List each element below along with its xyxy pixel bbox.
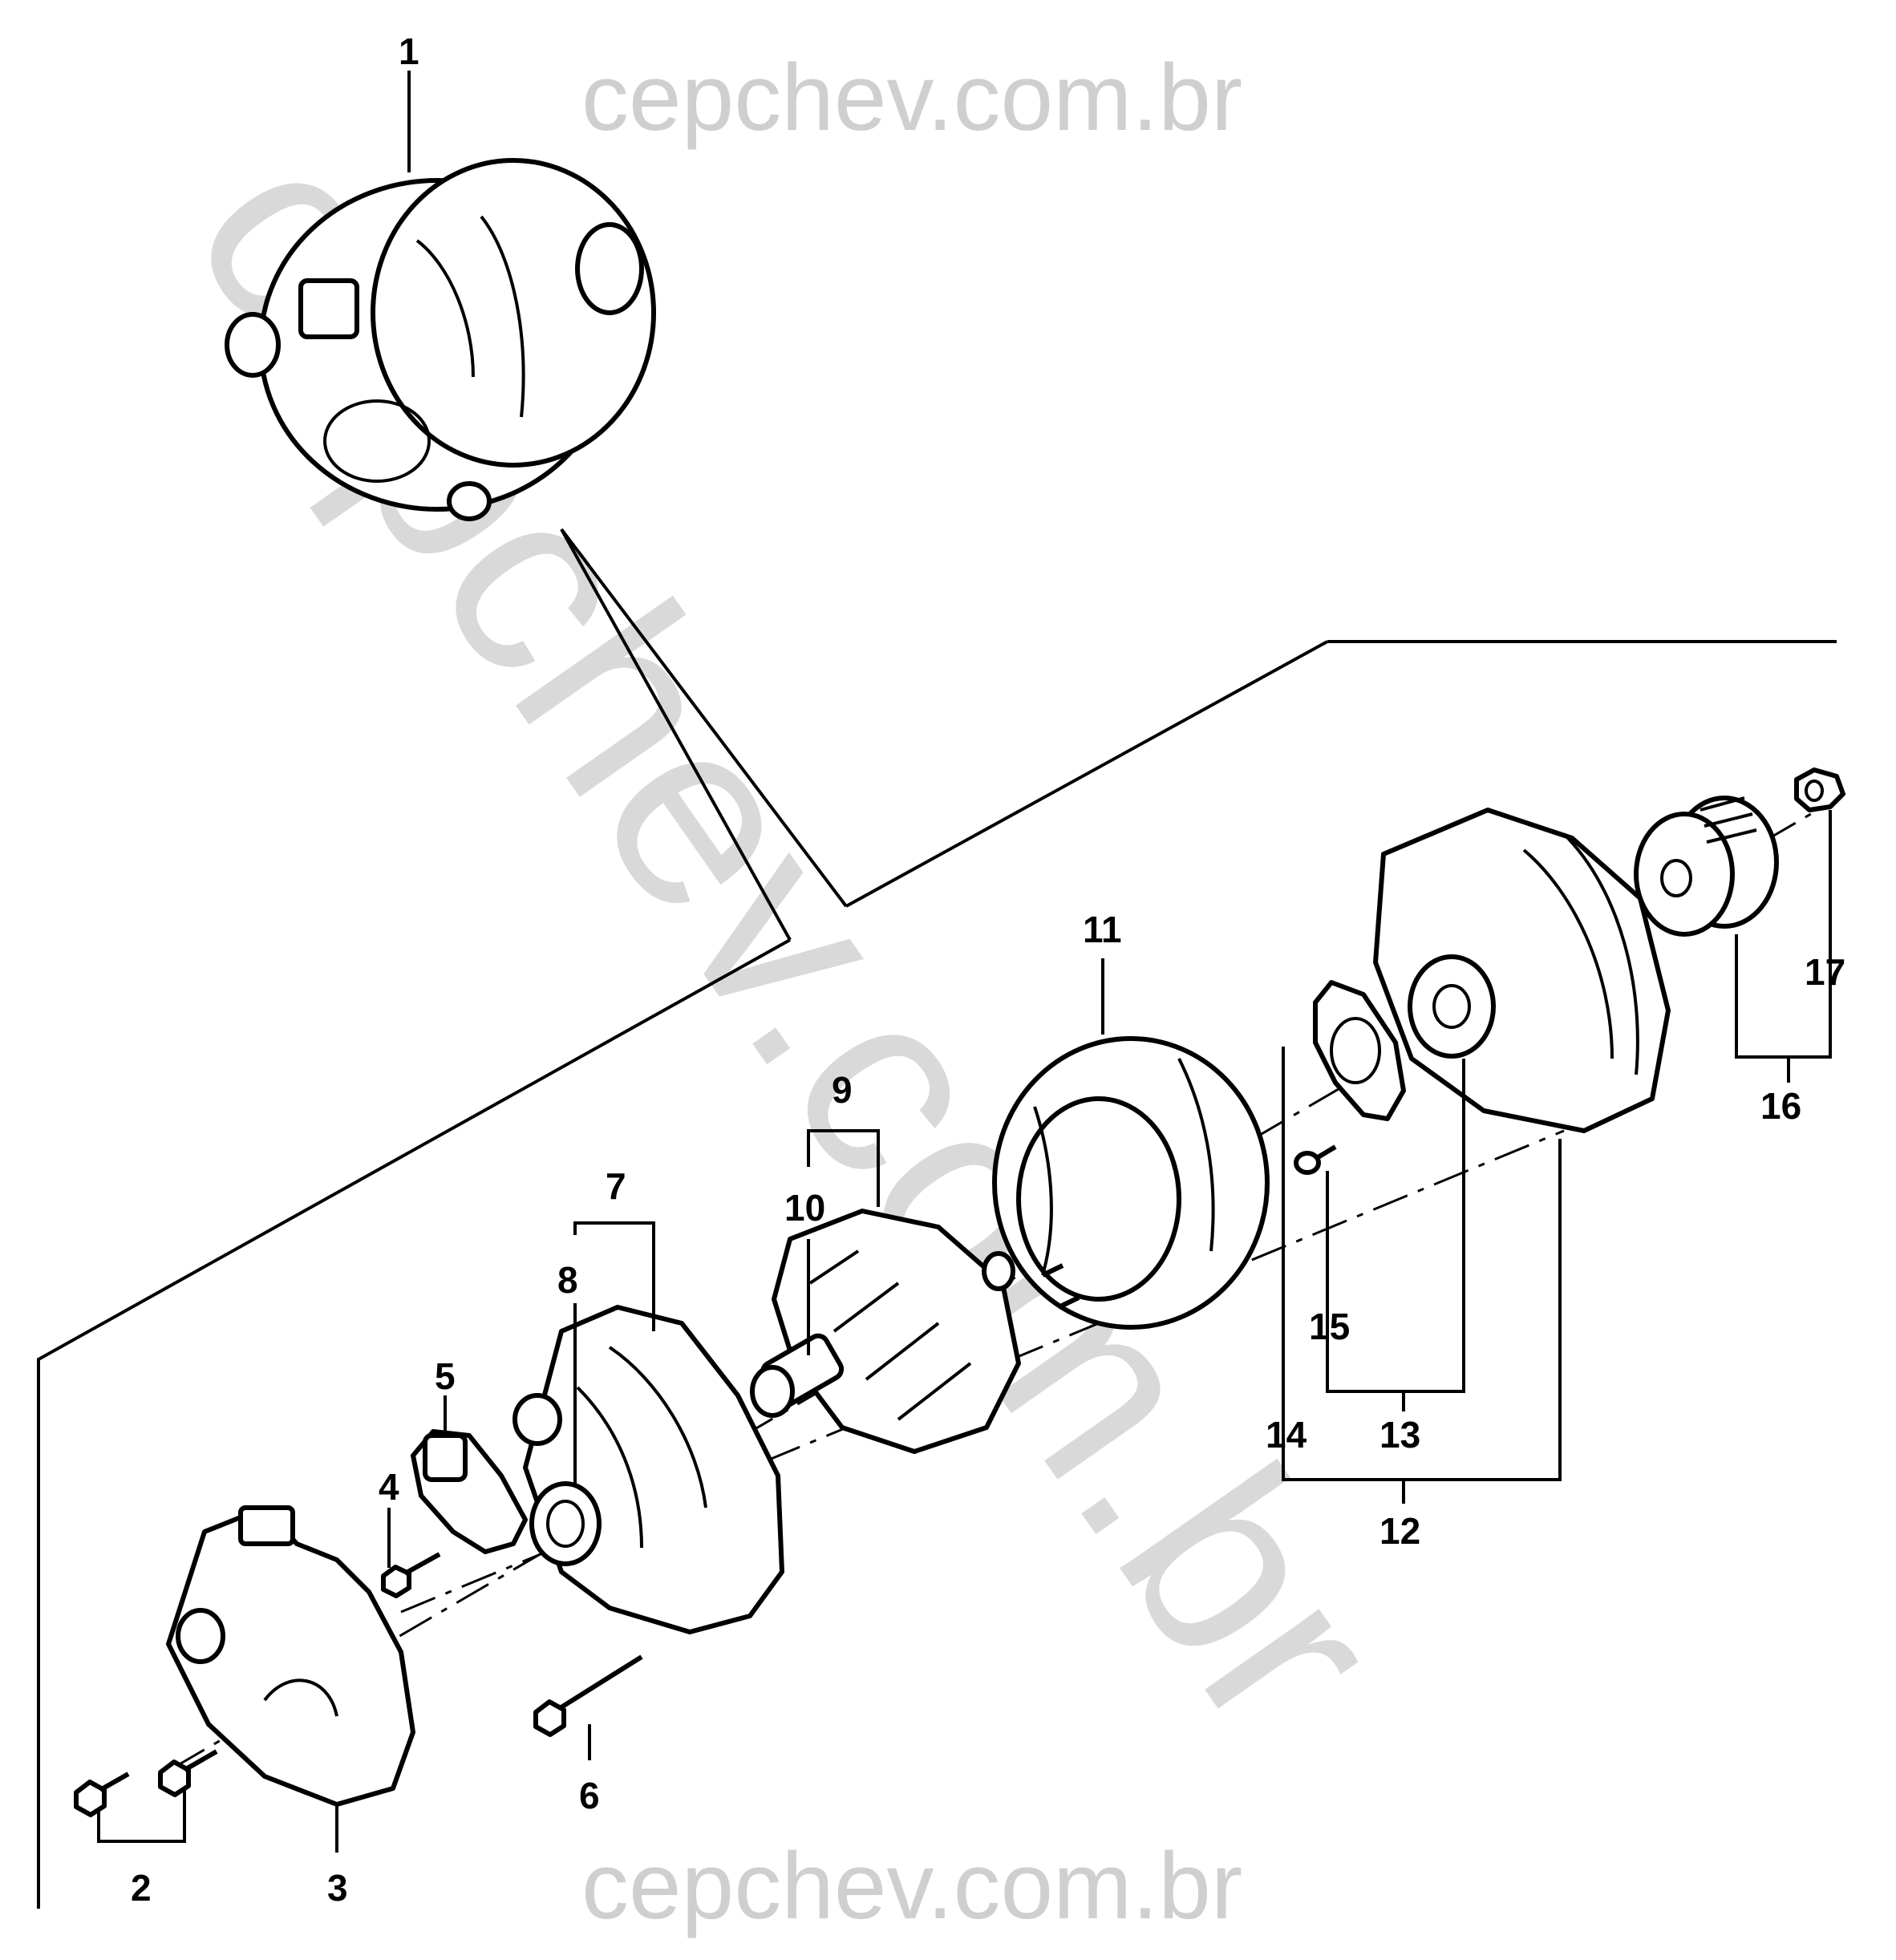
pointer-line-b [560, 528, 792, 941]
callout-14: 14 [1266, 1414, 1307, 1456]
rear-cover-boss [176, 1608, 225, 1664]
alternator-body-front [371, 158, 656, 468]
retainer-screw [1294, 1144, 1337, 1175]
screw-4-head [381, 1565, 411, 1598]
slip-ring-end [750, 1365, 795, 1418]
end-frame-lug [512, 1393, 562, 1446]
stator-inner [1016, 1096, 1181, 1302]
watermark-bottom: cepchev.com.br [581, 1833, 1242, 1939]
rear-cover-tab [238, 1505, 295, 1546]
callout-16: 16 [1760, 1085, 1801, 1127]
bolt-6-head [533, 1699, 566, 1737]
callout-7: 7 [606, 1165, 626, 1207]
screw-4 [381, 1552, 441, 1598]
pulley-nut [1794, 767, 1845, 812]
callout-17: 17 [1805, 951, 1845, 993]
alternator-rear-vent [323, 399, 431, 483]
drive-end-shell [1373, 808, 1671, 1133]
front-bearing-outer [1408, 954, 1496, 1059]
stator-lead-2 [1041, 1263, 1064, 1278]
screw-2a-head [74, 1780, 107, 1817]
pulley-grooves [1700, 796, 1757, 844]
callout-4: 4 [379, 1466, 399, 1508]
screw-15-shank [1314, 1144, 1337, 1161]
screw-15-head [1294, 1151, 1321, 1175]
alternator-pulley-stub [575, 222, 644, 315]
screw-2b-shank [183, 1749, 218, 1772]
rear-bearing [529, 1481, 602, 1566]
watermark-top: cepchev.com.br [581, 45, 1242, 151]
callout-3: 3 [327, 1867, 348, 1909]
callout-13: 13 [1379, 1414, 1420, 1456]
retainer-plate [1313, 980, 1406, 1121]
callout-5: 5 [435, 1355, 456, 1397]
stator-lead-1 [1057, 1295, 1080, 1310]
drive-end-frame [1373, 808, 1671, 1133]
bolt-6-shank [558, 1654, 643, 1711]
rear-cover [166, 1505, 415, 1807]
leader-13-15 [1326, 1059, 1465, 1393]
callout-12: 12 [1379, 1510, 1420, 1552]
bearing-outer-race [529, 1481, 602, 1566]
alternator-fins [415, 215, 525, 418]
end-frame-ribs [576, 1346, 707, 1549]
alternator-assembly [225, 158, 656, 521]
alternator-mount-boss [447, 481, 492, 521]
front-bearing-inner [1432, 984, 1471, 1029]
alternator-connector [298, 278, 359, 339]
nut-17 [1794, 767, 1845, 812]
frame-diagonal-lower [37, 938, 791, 1909]
stator [992, 1036, 1270, 1330]
pointer-line-a [560, 528, 848, 908]
end-frame-shell [523, 1305, 784, 1634]
rotor [750, 1209, 1021, 1454]
nut-17-bore [1805, 780, 1824, 802]
screw-2b-head [158, 1760, 191, 1797]
leader-16-17 [1735, 810, 1832, 1059]
rotor-drive-shaft-end [982, 1251, 1015, 1291]
leader-7 [573, 1221, 655, 1331]
through-bolt [533, 1654, 643, 1737]
rotor-fins [808, 1249, 972, 1421]
frame-diagonal-upper [845, 640, 1328, 908]
callout-1: 1 [399, 30, 419, 72]
rotor-claw-poles [772, 1209, 1021, 1454]
bearing-retainer-plate [1313, 980, 1406, 1121]
alternator-terminal [225, 312, 281, 378]
callout-labels: 1 2 3 4 5 6 7 8 9 10 11 12 13 14 15 16 1… [131, 30, 1845, 1909]
screw-2a-shank [99, 1772, 130, 1792]
screw-4-shank [403, 1552, 441, 1576]
slip-ring-end-frame [512, 1305, 784, 1634]
callout-15: 15 [1309, 1306, 1350, 1347]
screws-pair [74, 1749, 218, 1817]
callout-2: 2 [131, 1867, 152, 1909]
bearing-inner-race [546, 1500, 585, 1548]
voltage-regulator [411, 1429, 528, 1554]
callout-8: 8 [557, 1259, 578, 1301]
callout-11: 11 [1083, 909, 1122, 950]
retainer-hole [1330, 1017, 1381, 1084]
leader-2 [97, 1788, 186, 1843]
stator-windings [1033, 1058, 1215, 1276]
leader-12 [1282, 1047, 1562, 1481]
callout-6: 6 [579, 1775, 600, 1816]
section-frame [37, 528, 1837, 1909]
regulator-plug [423, 1433, 468, 1482]
callout-10: 10 [784, 1187, 825, 1229]
drive-end-ribs [1522, 832, 1639, 1075]
leader-9 [807, 1129, 880, 1207]
pulley-rear [1634, 812, 1735, 937]
rear-cover-vent [263, 1679, 338, 1717]
leader-lines [97, 71, 1832, 1853]
pulley-hub [1660, 859, 1692, 897]
callout-9: 9 [832, 1069, 853, 1111]
pulley [1634, 796, 1779, 937]
front-bearing [1408, 954, 1496, 1059]
